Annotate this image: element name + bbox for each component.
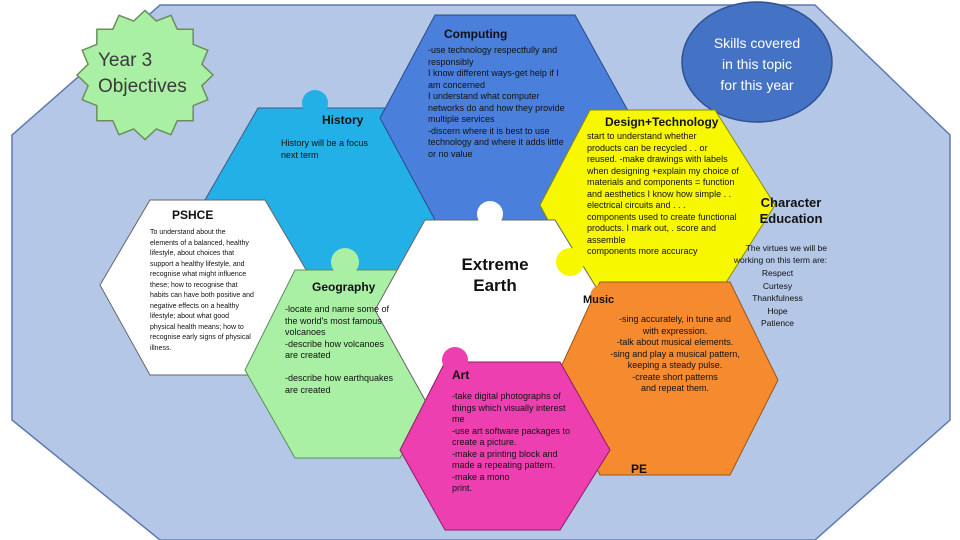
- center-title: Extreme Earth: [461, 255, 529, 295]
- design-technology-body: start to understand whether products can…: [587, 131, 739, 256]
- skills-bubble-shape: [681, 1, 833, 123]
- virtue-item: Thankfulness: [752, 293, 803, 303]
- pshce-title: PSHCE: [172, 208, 214, 222]
- year-badge-shape: [75, 9, 215, 141]
- pshce-body: To understand about the elements of a ba…: [150, 229, 254, 352]
- music-body: -sing accurately, in tune and with expre…: [610, 314, 740, 393]
- music-title: Music: [583, 294, 615, 306]
- geography-title: Geography: [312, 280, 376, 294]
- music-knob: [590, 284, 616, 310]
- character-education-title: Character Education: [759, 195, 823, 226]
- art-hexagon: [399, 361, 611, 531]
- virtues-list: Respect Curtesy Thankfulness Hope Patien…: [745, 267, 810, 330]
- virtue-item: Hope: [767, 305, 788, 316]
- year-badge-text: Year 3 Objectives: [98, 50, 187, 97]
- character-education-intro: The virtues we will be working on this t…: [733, 243, 827, 265]
- art-knob: [442, 347, 468, 373]
- geography-knob: [331, 248, 359, 276]
- art-title: Art: [452, 368, 470, 382]
- history-body: History will be a focus next term: [281, 138, 369, 160]
- computing-body: -use technology respectfully and respons…: [428, 45, 565, 159]
- design-technology-title: Design+Technology: [605, 115, 719, 129]
- geography-body: -locate and name some of the world's mos…: [285, 304, 394, 395]
- virtue-item: Patience: [760, 318, 795, 328]
- virtue-item: Respect: [761, 268, 794, 278]
- history-knob: [302, 90, 328, 116]
- computing-title: Computing: [444, 27, 508, 41]
- skills-bubble-text: Skills covered in this topic for this ye…: [713, 35, 801, 93]
- virtue-item: Curtesy: [762, 280, 793, 291]
- center-knob-top: [477, 201, 503, 227]
- history-title: History: [322, 113, 364, 127]
- design-knob: [556, 248, 584, 276]
- pe-title: PE: [631, 462, 648, 476]
- art-body: -take digital photographs of things whic…: [452, 391, 571, 493]
